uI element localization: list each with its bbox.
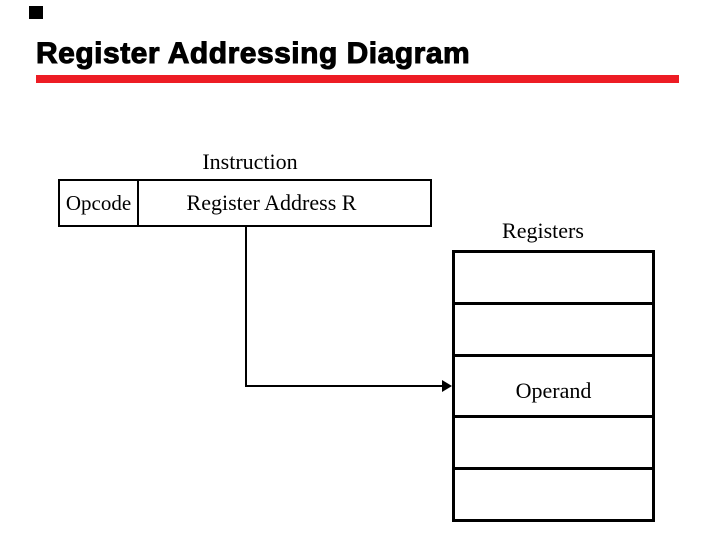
title-underline-bar (36, 75, 679, 83)
registers-label: Registers (502, 218, 584, 243)
address-arrow-vertical-segment (245, 227, 247, 387)
registers-table: Operand (452, 250, 655, 522)
opcode-cell: Opcode (60, 181, 139, 225)
register-row (455, 418, 652, 471)
register-row (455, 305, 652, 357)
register-address-cell: Register Address R (186, 190, 357, 215)
address-arrow-horizontal-segment (245, 385, 443, 387)
operand-register-row: Operand (455, 357, 652, 419)
address-arrow-head-icon (442, 380, 452, 392)
instruction-label: Instruction (202, 149, 298, 174)
stray-mark (29, 6, 43, 19)
register-row (455, 253, 652, 305)
instruction-box: Opcode Register Address R (58, 179, 432, 227)
register-row (455, 470, 652, 519)
slide-title: Register Addressing Diagram (35, 37, 471, 71)
